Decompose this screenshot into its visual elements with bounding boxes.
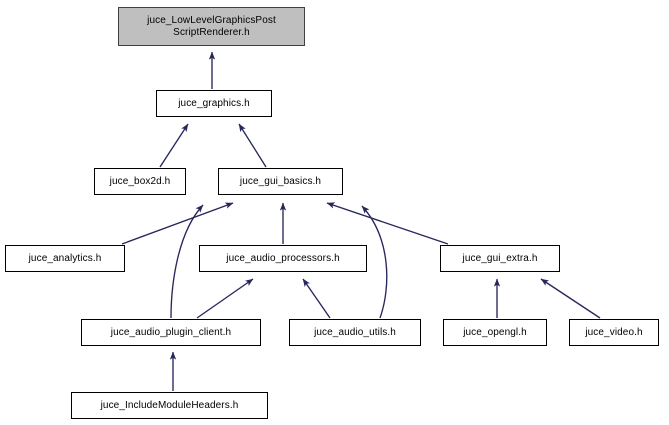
node-label: juce_audio_utils.h (314, 326, 396, 338)
node-label: juce_graphics.h (178, 97, 250, 109)
edge-analytics-to-gui-basics (121, 202, 234, 245)
edge-audio-plugin-client-to-audio-processors (196, 278, 254, 319)
node-juce-graphics[interactable]: juce_graphics.h (156, 90, 272, 117)
node-juce-box2d[interactable]: juce_box2d.h (94, 168, 186, 195)
node-label: juce_video.h (585, 326, 643, 338)
edge-audio-utils-to-audio-processors (302, 278, 331, 319)
node-juce-video[interactable]: juce_video.h (569, 319, 659, 346)
node-juce-opengl[interactable]: juce_opengl.h (443, 319, 547, 346)
node-juce-analytics[interactable]: juce_analytics.h (5, 245, 125, 272)
node-juce-audio-processors[interactable]: juce_audio_processors.h (199, 245, 367, 272)
node-label: juce_audio_processors.h (226, 252, 340, 264)
node-label: juce_gui_basics.h (239, 175, 322, 187)
node-juce-includemoduleheaders[interactable]: juce_IncludeModuleHeaders.h (71, 392, 268, 419)
node-juce-gui-extra[interactable]: juce_gui_extra.h (440, 245, 560, 272)
edge-gui-basics-to-graphics (238, 123, 267, 168)
node-label: juce_analytics.h (28, 252, 102, 264)
node-juce-gui-basics[interactable]: juce_gui_basics.h (218, 168, 343, 195)
node-juce-audio-utils[interactable]: juce_audio_utils.h (289, 319, 421, 346)
edge-gui-extra-to-gui-basics (326, 202, 449, 245)
node-juce-audio-plugin-client[interactable]: juce_audio_plugin_client.h (81, 319, 261, 346)
node-label: juce_box2d.h (109, 175, 171, 187)
edge-box2d-to-graphics (159, 123, 189, 168)
node-label: juce_IncludeModuleHeaders.h (100, 399, 239, 411)
node-label: juce_audio_plugin_client.h (110, 326, 232, 338)
node-juce-lowlevelgraphicspostscriptrenderer[interactable]: juce_LowLevelGraphicsPost ScriptRenderer… (118, 7, 305, 46)
node-label: juce_opengl.h (463, 326, 527, 338)
node-label: juce_gui_extra.h (462, 252, 538, 264)
node-label: juce_LowLevelGraphicsPost ScriptRenderer… (147, 14, 276, 38)
edge-video-to-gui-extra (540, 278, 601, 319)
